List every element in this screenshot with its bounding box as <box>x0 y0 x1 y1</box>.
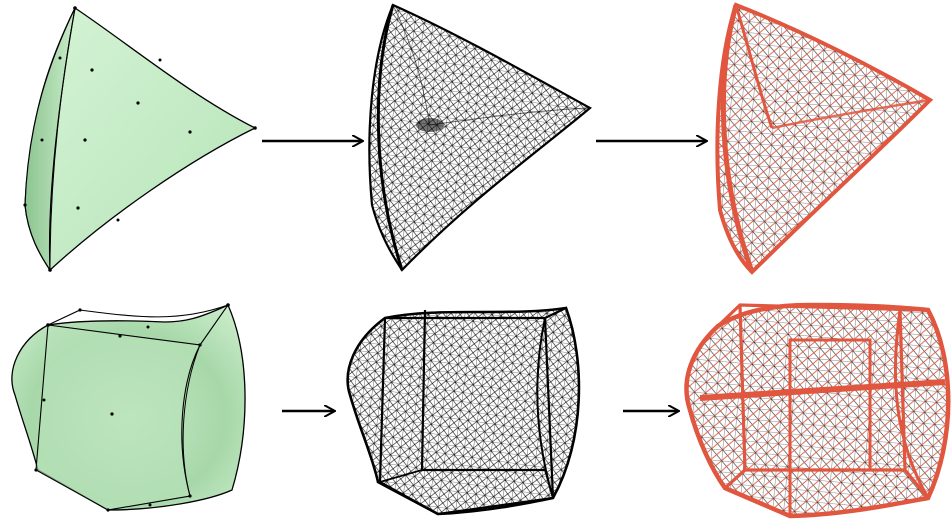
cube-highlighted-mesh <box>684 302 951 519</box>
tetrahedron-triangle-mesh <box>368 3 592 272</box>
cube-input-surface <box>11 303 246 512</box>
control-points <box>34 303 230 512</box>
tetrahedron-highlighted-mesh <box>715 2 934 275</box>
tetrahedron-input-surface <box>23 6 257 273</box>
cube-triangle-mesh <box>346 306 581 516</box>
control-points <box>23 6 257 272</box>
